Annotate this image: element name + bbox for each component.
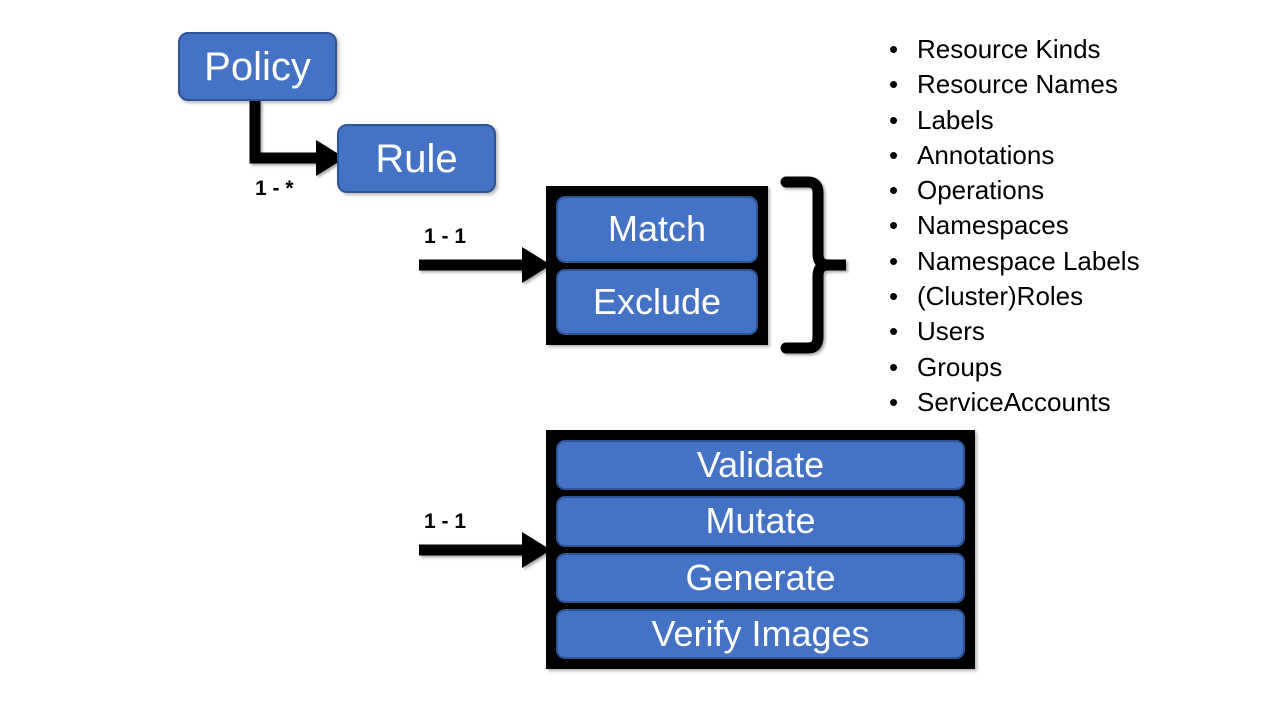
bullet-icon: • — [889, 245, 899, 276]
node-verify-images[interactable]: Verify Images — [556, 608, 965, 659]
bullet-icon: • — [889, 351, 899, 382]
bullet-icon: • — [889, 175, 899, 206]
list-item-label: Groups — [917, 351, 1003, 382]
list-item-label: Users — [917, 316, 985, 347]
list-item: • Resource Kinds — [884, 32, 1264, 67]
list-item: • (Cluster)Roles — [884, 279, 1264, 314]
list-item-label: (Cluster)Roles — [917, 281, 1084, 312]
node-validate-label: Validate — [696, 444, 825, 486]
node-policy[interactable]: Policy — [178, 32, 337, 101]
cardinality-rule-to-actions: 1 - 1 — [424, 510, 467, 533]
bullet-icon: • — [889, 104, 899, 135]
bullet-icon: • — [889, 69, 899, 100]
list-item: • Namespaces — [884, 208, 1264, 243]
bullet-icon: • — [889, 139, 899, 170]
node-mutate-label: Mutate — [705, 500, 816, 542]
list-item: • ServiceAccounts — [884, 385, 1264, 420]
list-item-label: Annotations — [917, 139, 1055, 170]
connector-rule-to-actions — [419, 532, 551, 568]
node-rule[interactable]: Rule — [337, 124, 496, 193]
rule-actions-group: Validate Mutate Generate Verify Images — [546, 430, 975, 669]
list-item-label: Operations — [917, 175, 1045, 206]
node-match[interactable]: Match — [556, 196, 758, 263]
match-exclude-group: Match Exclude — [546, 186, 768, 345]
list-item-label: Namespaces — [917, 210, 1069, 241]
bullet-icon: • — [889, 316, 899, 347]
node-match-label: Match — [607, 208, 707, 250]
connector-rule-to-match — [419, 247, 551, 283]
node-rule-label: Rule — [375, 136, 458, 181]
bullet-icon: • — [889, 281, 899, 312]
list-item-label: Labels — [917, 104, 994, 135]
connector-policy-to-rule — [249, 101, 345, 176]
match-criteria-list: • Resource Kinds • Resource Names • Labe… — [884, 32, 1264, 420]
list-item: • Annotations — [884, 138, 1264, 173]
list-item-label: Namespace Labels — [917, 245, 1140, 276]
node-generate[interactable]: Generate — [556, 552, 965, 603]
cardinality-policy-to-rule: 1 - * — [255, 177, 294, 200]
node-validate[interactable]: Validate — [556, 440, 965, 491]
node-generate-label: Generate — [685, 556, 836, 598]
list-item-label: Resource Kinds — [917, 34, 1101, 64]
list-item: • Groups — [884, 350, 1264, 385]
list-item: • Resource Names — [884, 67, 1264, 102]
bullet-icon: • — [889, 34, 899, 64]
list-item-label: ServiceAccounts — [917, 386, 1111, 417]
list-item: • Operations — [884, 173, 1264, 208]
node-exclude-label: Exclude — [592, 280, 722, 322]
cardinality-rule-to-match: 1 - 1 — [424, 225, 467, 248]
list-item: • Labels — [884, 103, 1264, 138]
list-item-label: Resource Names — [917, 69, 1118, 100]
node-exclude[interactable]: Exclude — [556, 268, 758, 335]
node-verify-images-label: Verify Images — [651, 612, 870, 654]
list-item: • Namespace Labels — [884, 244, 1264, 279]
list-item: • Users — [884, 314, 1264, 349]
bullet-icon: • — [889, 210, 899, 241]
bullet-icon: • — [889, 386, 899, 417]
node-policy-label: Policy — [204, 44, 311, 89]
curly-brace — [780, 176, 846, 354]
node-mutate[interactable]: Mutate — [556, 496, 965, 547]
